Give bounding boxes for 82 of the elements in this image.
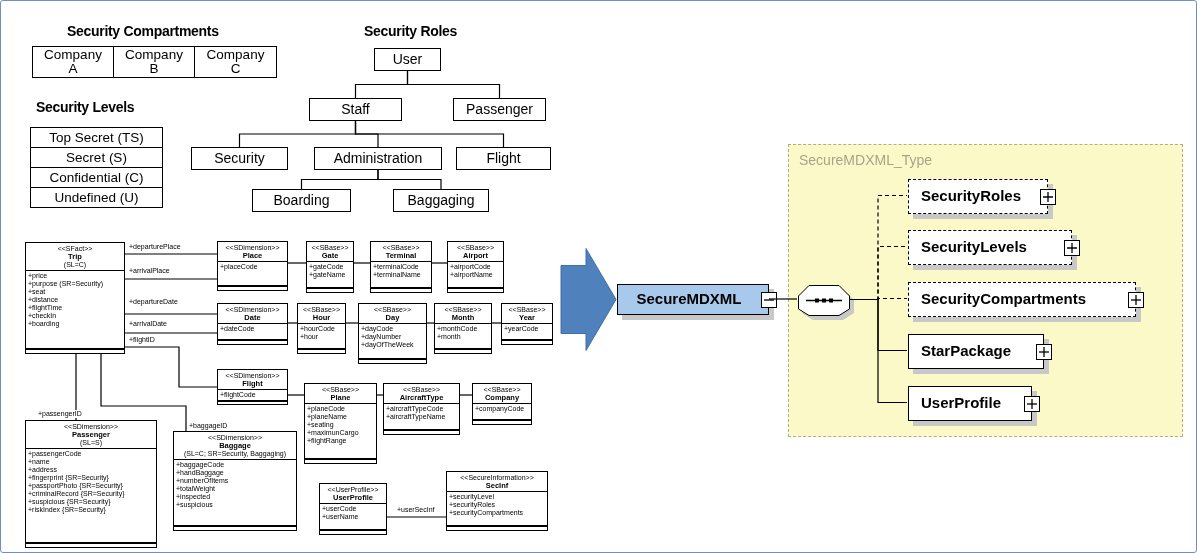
section-heading: Security Levels xyxy=(36,98,135,117)
role-label: Administration xyxy=(333,149,423,168)
cell-label: Company C xyxy=(206,48,265,76)
connector xyxy=(345,322,359,324)
role-label: Passenger xyxy=(466,100,533,119)
connector xyxy=(431,262,448,264)
role-label: Security xyxy=(214,149,265,168)
connector xyxy=(406,70,501,99)
block-arrow xyxy=(560,248,617,351)
element-label: StarPackage xyxy=(921,341,1012,362)
uml-class-box xyxy=(297,303,346,354)
table-cell xyxy=(30,167,163,188)
uml-class-box xyxy=(446,471,548,531)
cell-label: Company B xyxy=(125,48,183,76)
role-label: User xyxy=(392,50,423,69)
cell-label: Secret (S) xyxy=(66,150,127,165)
role-box xyxy=(252,189,351,212)
table-cell xyxy=(30,187,163,208)
connector xyxy=(491,322,502,324)
connector xyxy=(287,322,298,324)
cell-label: Confidential (C) xyxy=(49,170,144,185)
role-label: Staff xyxy=(341,100,370,119)
uml-class-box xyxy=(319,483,387,535)
section-heading: Security Roles xyxy=(364,22,458,41)
uml-class-box xyxy=(472,383,532,425)
uml-class-box xyxy=(304,383,377,464)
uml-class-box xyxy=(217,369,288,405)
uml-class-box xyxy=(173,431,297,531)
role-box xyxy=(191,147,288,170)
role-box xyxy=(374,48,441,71)
element-label: SecurityCompartments xyxy=(921,289,1087,310)
uml-class-box xyxy=(217,303,288,345)
uml-class-box xyxy=(383,383,460,435)
connector xyxy=(124,253,218,255)
uml-class-box xyxy=(306,241,354,293)
uml-class-box xyxy=(25,420,157,548)
uml-class-box xyxy=(217,241,288,291)
connector xyxy=(124,313,218,315)
element-label: SecurityRoles xyxy=(921,186,1022,207)
role-label: Flight xyxy=(486,149,521,168)
table-cell xyxy=(30,127,163,148)
connector xyxy=(75,353,77,421)
connector xyxy=(459,394,473,396)
connector xyxy=(287,262,307,264)
cell-label: Undefined (U) xyxy=(54,190,139,205)
role-label: Boarding xyxy=(273,191,330,210)
connector xyxy=(124,278,218,280)
type-container xyxy=(788,144,1183,437)
section-heading: Security Compartments xyxy=(67,22,219,41)
role-box xyxy=(393,189,489,212)
role-box xyxy=(453,98,546,121)
connector xyxy=(768,298,798,300)
table-cell xyxy=(194,46,277,78)
uml-class-box xyxy=(370,241,432,293)
type-label: SecureMDXML_Type xyxy=(799,151,933,170)
connector xyxy=(377,169,442,190)
role-label: Baggaging xyxy=(407,191,475,210)
role-box xyxy=(309,98,402,121)
table-cell xyxy=(113,46,195,78)
element-label: UserProfile xyxy=(921,393,1002,414)
uml-class-box xyxy=(501,303,553,345)
element-label: SecureMDXML xyxy=(636,289,742,310)
uml-class-box xyxy=(434,303,492,354)
connector xyxy=(386,516,447,518)
connector xyxy=(124,346,218,388)
connector xyxy=(124,332,218,334)
cell-label: Top Secret (TS) xyxy=(49,130,144,145)
cell-label: Company A xyxy=(44,48,102,76)
connector xyxy=(376,394,384,396)
uml-class-box xyxy=(447,241,504,293)
connector xyxy=(353,262,371,264)
table-cell xyxy=(30,147,163,168)
uml-class-box xyxy=(25,242,125,354)
connector xyxy=(287,394,305,396)
uml-class-box xyxy=(358,303,427,364)
element-label: SecurityLevels xyxy=(921,237,1027,258)
connector xyxy=(354,120,505,148)
role-box xyxy=(314,147,442,170)
table-cell xyxy=(32,46,114,78)
connector xyxy=(426,322,435,324)
role-box xyxy=(456,147,551,170)
connector xyxy=(100,353,187,432)
